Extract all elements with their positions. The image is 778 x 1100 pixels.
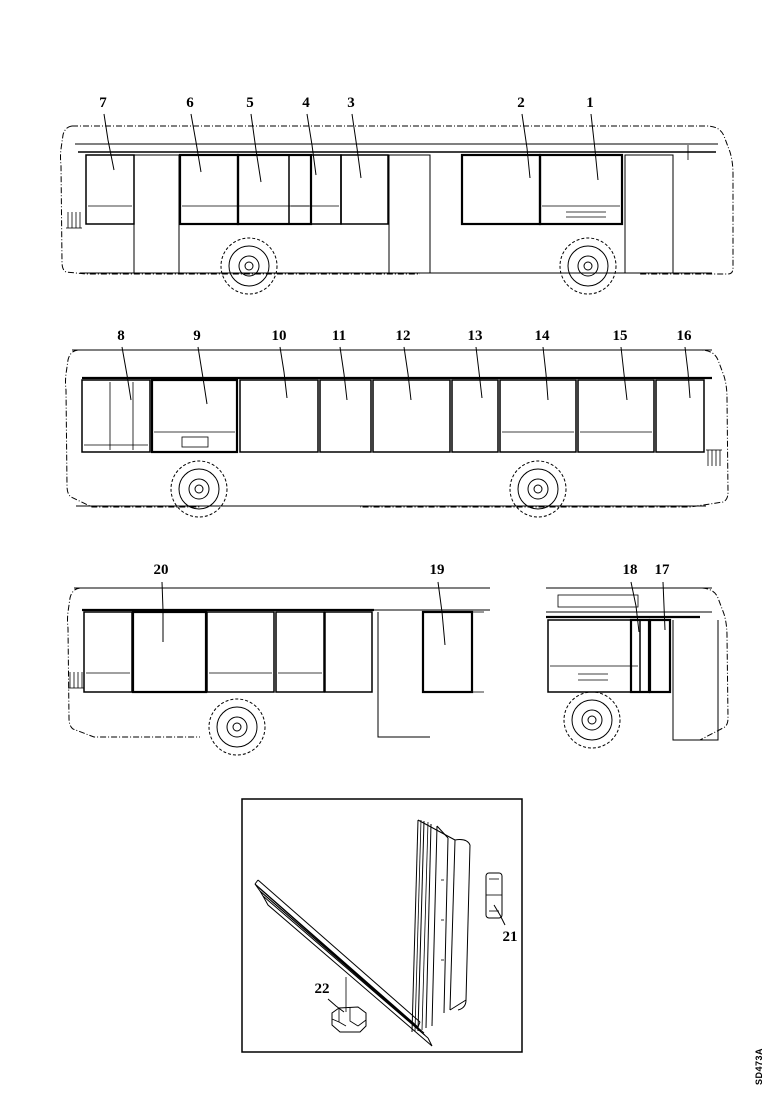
window-panel-13 [451,379,499,453]
callout-number-22: 22 [315,981,330,997]
window-panel-6 [178,153,240,226]
door-gap-outline [377,612,430,738]
callout-number-19: 19 [430,562,445,578]
callout-number-21: 21 [503,929,518,945]
callout-number-14: 14 [535,328,551,344]
part-22-bracket [331,1006,367,1033]
part-21-clip [485,872,503,919]
window-panel-20d [275,611,325,693]
window-panel-20a [83,611,133,693]
window-panel-10 [239,379,319,453]
drawing-code-text: SD473A [754,1048,764,1085]
bus-body-outline [72,125,734,275]
bus-body-outline-3-lower [67,587,200,738]
callout-number-20: 20 [154,562,169,578]
callout-number-9: 9 [193,328,201,344]
window-panel-16 [655,379,705,453]
leaders-row3-left [161,581,446,646]
callout-number-18: 18 [623,562,638,578]
callout-number-12: 12 [396,328,411,344]
leader-22 [327,998,345,1013]
callout-number-11: 11 [332,328,346,344]
callout-number-3: 3 [347,95,355,111]
front-door-opening-4 [672,620,719,741]
window-panel-20 [131,610,208,694]
callout-number-5: 5 [246,95,254,111]
destination-sign [557,594,639,608]
window-glass-isometric [411,819,471,1033]
callout-number-16: 16 [677,328,693,344]
wheel-3 [208,698,266,756]
leaders-row3-right [630,581,666,633]
callout-number-6: 6 [186,95,194,111]
bus-body-outline-2-lower [65,349,200,508]
bus-body-outline-4 [548,587,729,741]
front-door-opening [133,154,180,274]
window-panel-20e [324,611,373,693]
view-bus-side-right [65,346,729,518]
callout-number-10: 10 [272,328,287,344]
window-rail-isometric [254,879,433,1047]
callout-number-1: 1 [586,95,594,111]
window-panel-17 [648,618,672,694]
view-bus-partial-left [67,581,490,756]
bus-body-outline-lower [60,125,420,275]
window-panel-7 [85,154,135,225]
callout-number-8: 8 [117,328,125,344]
callout-number-17: 17 [655,562,671,578]
view-bus-side-left [60,113,734,295]
window-panel-9 [150,378,239,454]
front-hatch-marks-2 [706,449,722,466]
detail-box [241,798,523,1053]
front-wheel [220,237,278,295]
rear-hatch-marks [66,212,82,229]
rear-bay-opening [624,154,674,274]
leader-21 [493,904,506,926]
leaders-row1 [103,113,599,183]
bus-body-outline-2 [78,349,729,508]
panel9-vent [181,436,209,448]
wheel-4 [563,691,621,749]
window-panel-19 [421,610,474,694]
callout-number-2: 2 [517,95,525,111]
window-panel-12 [372,379,451,453]
leaders-row2 [121,346,691,405]
front-wheel-2 [170,460,228,518]
window-panel-15 [577,379,655,453]
callout-number-15: 15 [613,328,628,344]
rear-wheel [559,237,617,295]
drawing-code: SD473A [754,1048,764,1085]
window-panel-1 [538,153,624,226]
view-bus-partial-front [546,581,729,749]
callout-number-4: 4 [302,95,310,111]
window-panel-3 [340,154,389,225]
window-panel-11 [319,379,372,453]
callout-number-7: 7 [99,95,107,111]
rear-wheel-2 [509,460,567,518]
rear-hatch-marks-3 [68,672,84,689]
window-panel-front [547,619,641,693]
window-panel-5 [236,153,313,226]
callout-number-13: 13 [468,328,483,344]
mid-door-opening [388,154,431,274]
detail-box-frame [241,798,523,1053]
window-panel-14 [499,379,577,453]
window-panel-20c [206,611,275,693]
window-panel-8 [81,379,151,453]
